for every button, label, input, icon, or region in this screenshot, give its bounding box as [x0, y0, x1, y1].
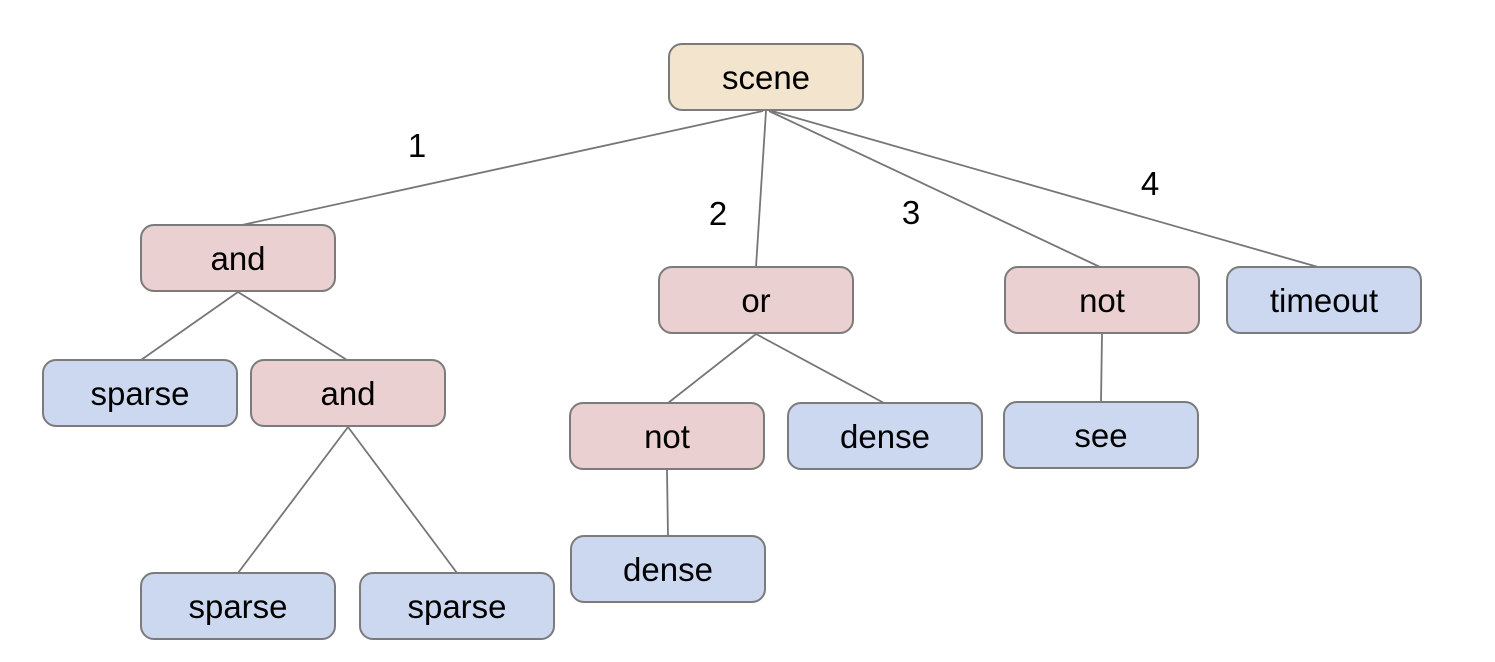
node-timeout: timeout: [1226, 266, 1422, 334]
node-sparse-3: sparse: [359, 572, 555, 640]
node-and-2-label: and: [320, 374, 376, 412]
node-not-1: not: [1004, 266, 1200, 334]
node-not-2: not: [569, 402, 765, 470]
node-not-1-label: not: [1079, 281, 1125, 319]
edge-or-not: [667, 333, 757, 404]
edge-or-dense: [755, 333, 885, 404]
node-and-1-label: and: [210, 239, 266, 277]
edge-and2-sparse2: [347, 426, 458, 574]
edge-not-dense: [666, 469, 669, 537]
edge-not-see: [1100, 333, 1103, 403]
node-not-2-label: not: [644, 417, 690, 455]
edge-label-1: 1: [407, 127, 427, 164]
node-dense-2: dense: [570, 535, 766, 603]
edge-and-sparse: [140, 291, 239, 361]
edge-scene-not: [768, 110, 1101, 268]
edge-label-3: 3: [901, 194, 921, 231]
edge-label-2: 2: [708, 195, 728, 232]
edge-and2-sparse: [237, 426, 349, 574]
node-sparse-2-label: sparse: [188, 587, 288, 625]
node-sparse-2: sparse: [140, 572, 336, 640]
node-timeout-label: timeout: [1269, 281, 1379, 319]
node-or: or: [658, 266, 854, 334]
node-scene: scene: [668, 43, 864, 111]
edge-label-4: 4: [1140, 165, 1160, 202]
node-dense-2-label: dense: [623, 550, 713, 588]
node-scene-label: scene: [721, 58, 811, 96]
node-sparse-1-label: sparse: [90, 374, 190, 412]
edge-scene-and: [241, 110, 764, 226]
node-sparse-3-label: sparse: [407, 587, 507, 625]
edge-and-and: [237, 291, 348, 361]
edge-scene-or: [755, 110, 767, 268]
node-see: see: [1003, 401, 1199, 469]
node-sparse-1: sparse: [42, 359, 238, 427]
node-and-1: and: [140, 224, 336, 292]
node-dense-1-label: dense: [840, 417, 930, 455]
node-see-label: see: [1074, 416, 1128, 454]
edge-scene-timeout: [771, 110, 1319, 268]
node-or-label: or: [741, 281, 771, 319]
node-dense-1: dense: [787, 402, 983, 470]
node-and-2: and: [250, 359, 446, 427]
